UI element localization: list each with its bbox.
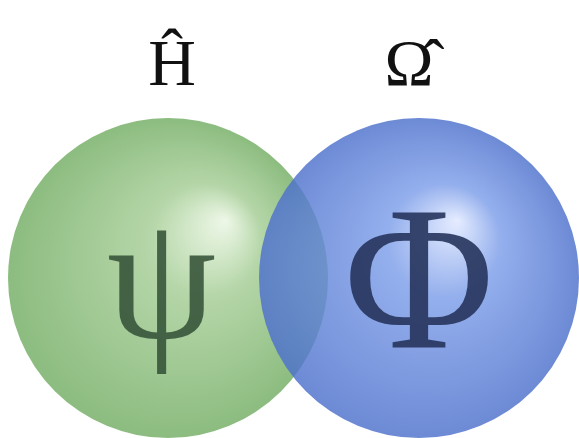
wavefunction-symbol: Φ: [344, 175, 494, 380]
operator-label: Ĥ: [12, 30, 332, 96]
wavefunction-symbol: ψ: [107, 191, 217, 366]
sphere-node: Ω̂Φ: [259, 118, 579, 438]
operator-label: Ω̂: [249, 30, 569, 96]
